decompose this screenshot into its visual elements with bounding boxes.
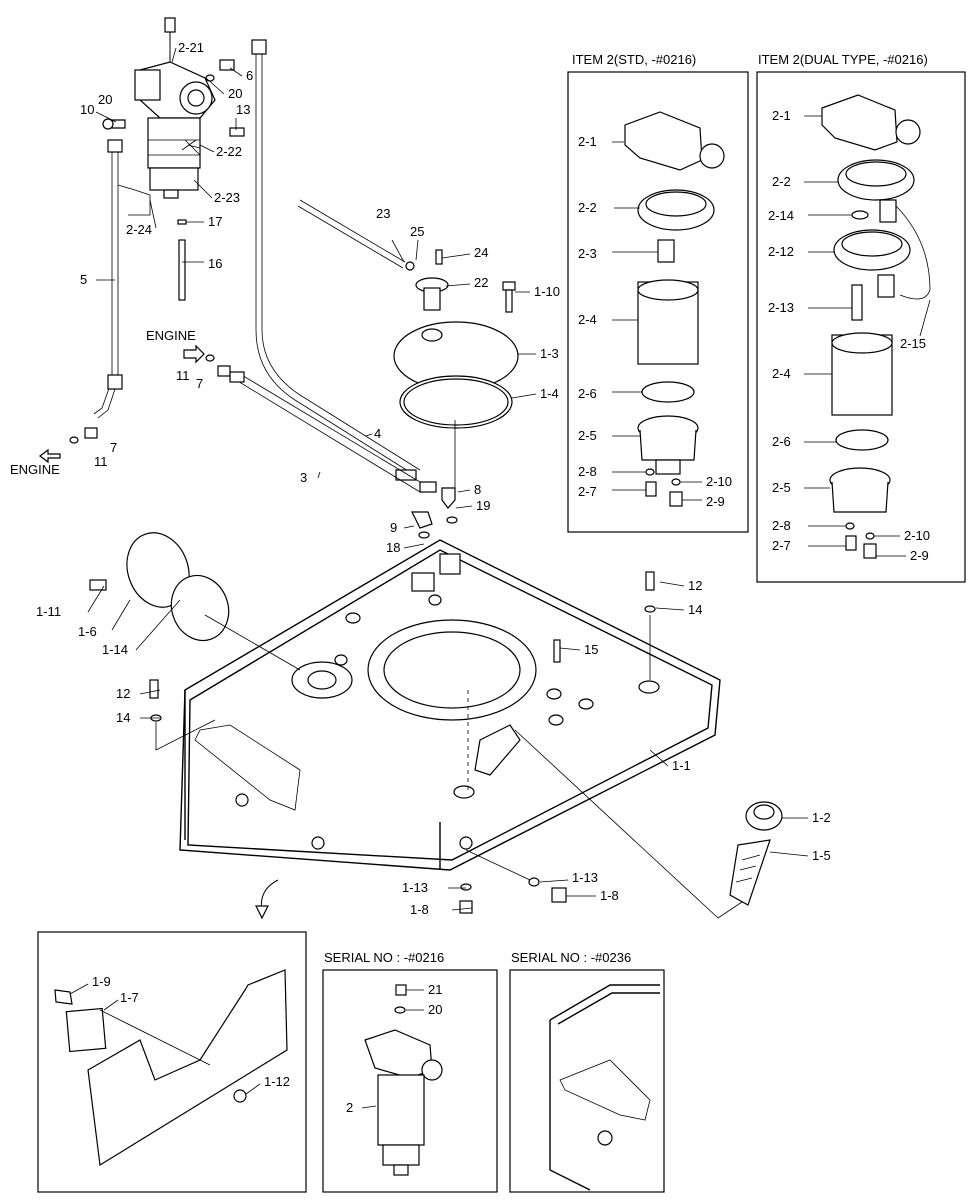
label-2-22: 2-22 [216,144,242,159]
serial-a-panel: SERIAL NO : -#0216 [322,950,498,1193]
label-13: 13 [236,102,250,117]
std-label-2-7: 2-7 [578,484,597,499]
std-label-2-1: 2-1 [578,134,597,149]
label-14a: 14 [688,602,702,617]
label-2-23: 2-23 [214,190,240,205]
std-filter-panel: ITEM 2(STD, -#0216) [567,52,749,533]
fuel-tank [179,539,721,871]
label-23: 23 [376,206,390,221]
std-label-2-6: 2-6 [578,386,597,401]
label-1-13a: 1-13 [402,880,428,895]
callout-labels: 2-21 20 6 10 20 13 2-22 2-23 2-24 17 16 … [10,40,930,1115]
std-label-2-4: 2-4 [578,312,597,327]
tank-bolts [149,571,656,751]
label-1-10: 1-10 [534,284,560,299]
label-8: 8 [474,482,481,497]
label-5: 5 [80,272,87,287]
dual-label-2-6: 2-6 [772,434,791,449]
dual-label-2-15: 2-15 [900,336,926,351]
std-title: ITEM 2(STD, -#0216) [572,52,696,67]
dual-label-2-1: 2-1 [772,108,791,123]
label-2-24: 2-24 [126,222,152,237]
fuel-filter-assembly [39,17,458,539]
label-1-13b: 1-13 [572,870,598,885]
label-22: 22 [474,275,488,290]
label-25: 25 [410,224,424,239]
label-1-11: 1-11 [36,604,61,619]
label-engine-2: ENGINE [10,462,60,477]
dual-label-2-8: 2-8 [772,518,791,533]
label-24: 24 [474,245,488,260]
label-9: 9 [390,520,397,535]
dual-label-2-5: 2-5 [772,480,791,495]
serial-a-title: SERIAL NO : -#0216 [324,950,444,965]
label-10: 10 [80,102,94,117]
label-1-6: 1-6 [78,624,97,639]
label-7a: 7 [196,376,203,391]
label-1-1: 1-1 [672,758,691,773]
label-1-12: 1-12 [264,1074,290,1089]
label-1-9: 1-9 [92,974,111,989]
label-12b: 12 [116,686,130,701]
label-20c: 20 [428,1002,442,1017]
label-18: 18 [386,540,400,555]
label-12a: 12 [688,578,702,593]
label-16: 16 [208,256,222,271]
filler-cap-strainer [514,729,783,919]
std-label-2-2: 2-2 [578,200,597,215]
dual-label-2-10: 2-10 [904,528,930,543]
label-14b: 14 [116,710,130,725]
label-15: 15 [584,642,598,657]
label-1-5: 1-5 [812,848,831,863]
leader-lines [69,47,931,1109]
dual-title: ITEM 2(DUAL TYPE, -#0216) [758,52,928,67]
dual-filter-panel: ITEM 2(DUAL TYPE, -#0216) [756,52,966,583]
label-21: 21 [428,982,442,997]
label-3: 3 [300,470,307,485]
dual-label-2-12: 2-12 [768,244,794,259]
label-7b: 7 [110,440,117,455]
label-1-14: 1-14 [102,642,128,657]
label-4: 4 [374,426,381,441]
inspection-cover [89,532,301,671]
cover-plate-assembly [297,199,519,490]
label-1-8a: 1-8 [410,902,429,917]
label-11b: 11 [94,454,108,469]
std-label-2-8: 2-8 [578,464,597,479]
serial-b-panel: SERIAL NO : -#0236 [509,950,665,1193]
label-17: 17 [208,214,222,229]
dual-label-2-13: 2-13 [768,300,794,315]
std-label-2-3: 2-3 [578,246,597,261]
view-arrow-head [255,905,269,920]
label-1-8b: 1-8 [600,888,619,903]
std-label-2-9: 2-9 [706,494,725,509]
dual-label-2-2: 2-2 [772,174,791,189]
label-11a: 11 [176,368,190,383]
label-1-3: 1-3 [540,346,559,361]
label-6: 6 [246,68,253,83]
serial-b-title: SERIAL NO : -#0236 [511,950,631,965]
label-20: 20 [228,86,242,101]
label-20b: 20 [98,92,112,107]
bracket-detail-panel [37,931,307,1193]
dual-label-2-9: 2-9 [910,548,929,563]
dual-label-2-4: 2-4 [772,366,791,381]
dual-label-2-14: 2-14 [768,208,794,223]
label-1-2: 1-2 [812,810,831,825]
label-2-21: 2-21 [178,40,204,55]
label-19: 19 [476,498,490,513]
label-engine-1: ENGINE [146,328,196,343]
dual-label-2-7: 2-7 [772,538,791,553]
std-label-2-10: 2-10 [706,474,732,489]
drain-plugs [459,849,567,914]
std-label-2-5: 2-5 [578,428,597,443]
label-1-7: 1-7 [120,990,139,1005]
label-1-4: 1-4 [540,386,559,401]
label-2: 2 [346,1100,353,1115]
